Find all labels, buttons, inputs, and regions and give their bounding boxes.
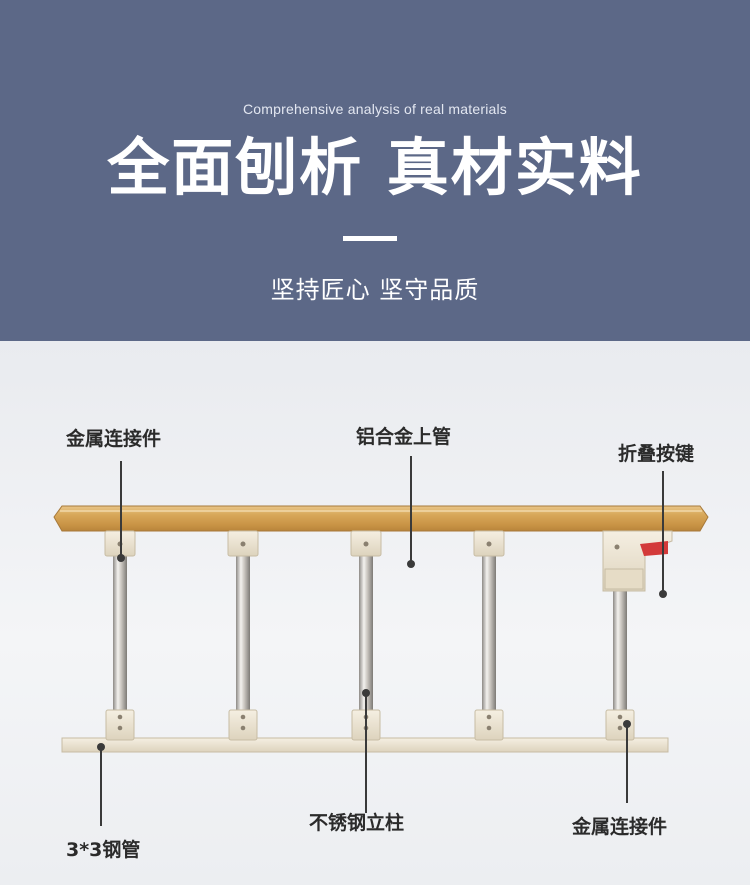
stainless-columns [113,556,627,716]
label-metal-connector-bottom: 金属连接件 [572,816,668,838]
aluminum-top-tube [53,505,709,532]
label-steel-tube: 3*3钢管 [66,839,141,861]
english-subtitle: Comprehensive analysis of real materials [243,101,507,117]
top-connectors [104,530,505,557]
label-metal-connector-top: 金属连接件 [66,428,162,450]
label-stainless-column: 不锈钢立柱 [309,812,405,834]
fold-button [640,541,668,556]
bed-rail-illustration [53,456,709,826]
header-banner: Comprehensive analysis of real materials… [0,0,750,341]
label-aluminum-top-tube: 铝合金上管 [356,426,452,448]
fold-mechanism [602,530,673,592]
callout-dots [97,554,667,751]
bottom-connectors [105,709,635,741]
title-divider [343,236,397,241]
page-title: 全面刨析 真材实料 [107,131,643,204]
label-fold-button: 折叠按键 [618,443,695,465]
callout-leaders [100,456,664,826]
tagline: 坚持匠心 坚守品质 [270,276,480,304]
